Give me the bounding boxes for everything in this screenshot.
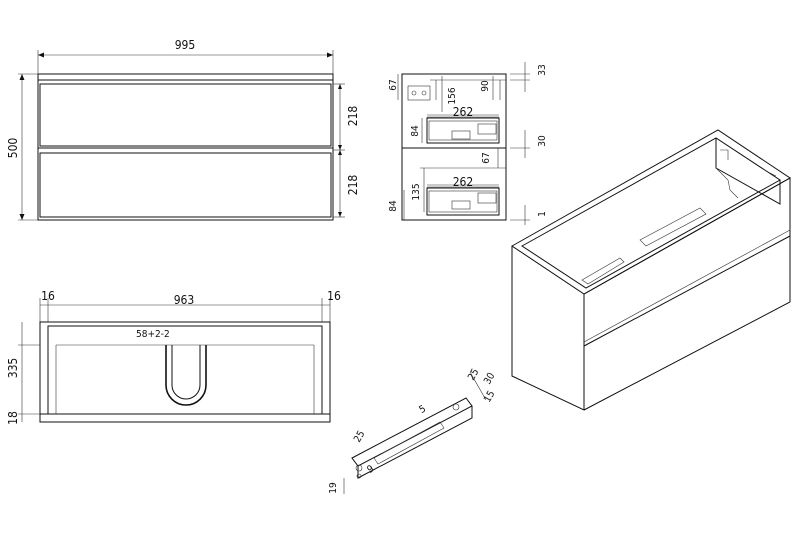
- dim-84-lower: 84: [388, 200, 399, 212]
- slide-detail: 25 30 15 5 25 19 9: [328, 367, 498, 494]
- dim-67-mid: 67: [481, 152, 492, 163]
- slide-dim-19: 19: [328, 482, 339, 494]
- dim-30: 30: [537, 135, 548, 147]
- base-height: 18: [6, 411, 20, 425]
- inner-depth: 335: [6, 358, 20, 379]
- dim-1: 1: [537, 211, 548, 217]
- width-label: 995: [175, 38, 196, 52]
- right-side-width: 16: [327, 289, 341, 303]
- dim-262-lower: 262: [453, 175, 474, 189]
- drawer-bottom-height: 218: [346, 175, 360, 196]
- drawer-top-height: 218: [346, 106, 360, 127]
- left-side-width: 16: [41, 289, 55, 303]
- slide-dim-25-left: 25: [352, 429, 367, 444]
- slide-dim-5: 5: [418, 404, 428, 416]
- slide-dim-25-top: 25: [466, 367, 481, 382]
- dim-262-upper: 262: [453, 105, 474, 119]
- dim-90: 90: [480, 80, 491, 92]
- inner-width: 963: [174, 293, 195, 307]
- siphon-note: 58+2-2: [136, 329, 170, 340]
- dim-33: 33: [537, 64, 548, 75]
- slide-dim-30: 30: [482, 371, 497, 387]
- dim-135: 135: [411, 183, 422, 200]
- dim-84-upper: 84: [410, 125, 421, 137]
- slide-dim-9: 9: [366, 464, 377, 477]
- front-view: 995 500 218 218: [6, 38, 360, 221]
- slide-dim-15: 15: [482, 389, 497, 404]
- side-section: 33 67 156 90 262 84 30 67 262 135 84 1: [388, 62, 548, 225]
- plan-view: 16 963 16 58+2-2 335 18: [6, 289, 341, 425]
- isometric-view: [511, 129, 791, 411]
- height-label: 500: [6, 138, 20, 159]
- dim-156: 156: [447, 87, 458, 104]
- dim-67-top: 67: [388, 79, 399, 90]
